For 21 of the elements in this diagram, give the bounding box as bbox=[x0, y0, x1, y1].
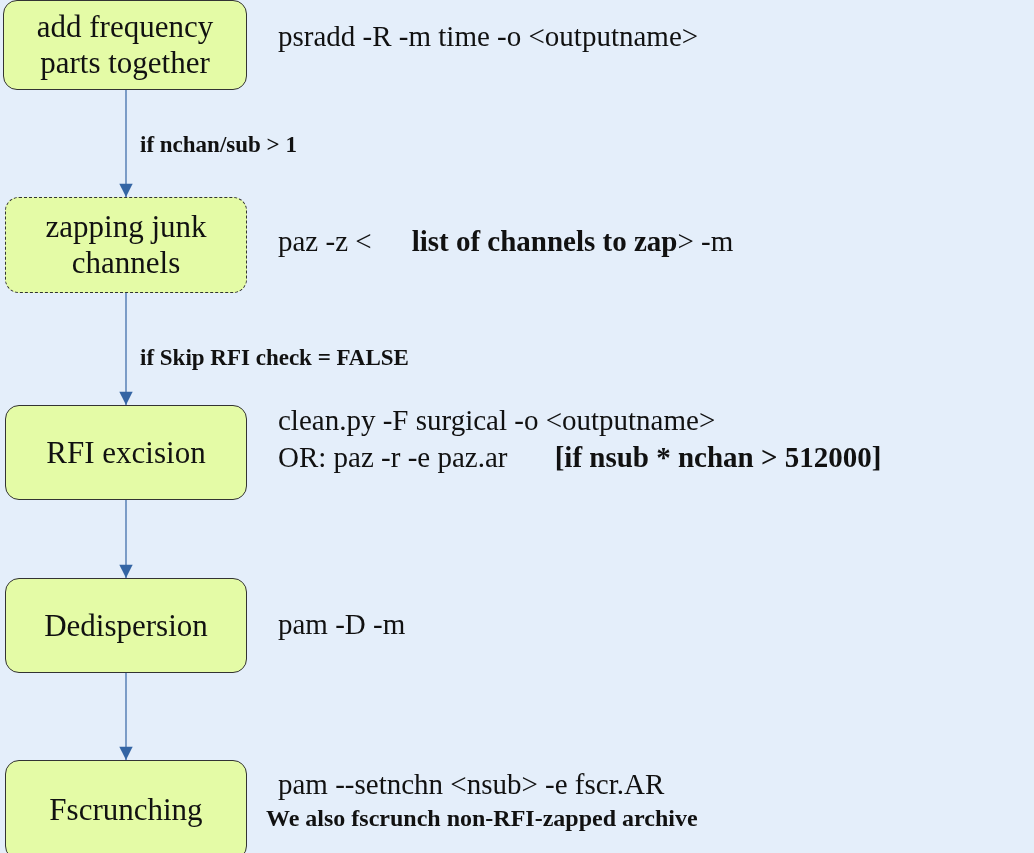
step-label: zapping junk channels bbox=[44, 209, 208, 281]
step-label: Dedispersion bbox=[44, 607, 208, 644]
command-text: pam --setnchn <nsub> -e fscr.AR bbox=[278, 768, 666, 801]
process-box bbox=[5, 197, 247, 293]
note-text: We also fscrunch non-RFI-zapped archive bbox=[266, 805, 698, 832]
arrow bbox=[119, 292, 133, 406]
process-box bbox=[5, 760, 247, 853]
process-box bbox=[5, 405, 247, 500]
arrow bbox=[119, 89, 133, 198]
command-text: psradd -R -m time -o <outputname> bbox=[278, 20, 699, 53]
command-text: clean.py -F surgical -o <outputname> bbox=[278, 404, 717, 437]
step-label: RFI excision bbox=[46, 434, 206, 471]
process-box bbox=[5, 578, 247, 673]
arrow bbox=[119, 672, 133, 761]
step-label: Fscrunching bbox=[49, 792, 203, 828]
command-text: paz -z <list of channels to zap> -m bbox=[278, 225, 734, 258]
step-label: add frequency parts together bbox=[35, 9, 215, 81]
command-text: OR: paz -r -e paz.ar [if nsub * nchan > 512000] bbox=[278, 441, 882, 474]
arrow bbox=[119, 499, 133, 579]
command-text: pam -D -m bbox=[278, 608, 406, 641]
process-box bbox=[3, 0, 247, 90]
